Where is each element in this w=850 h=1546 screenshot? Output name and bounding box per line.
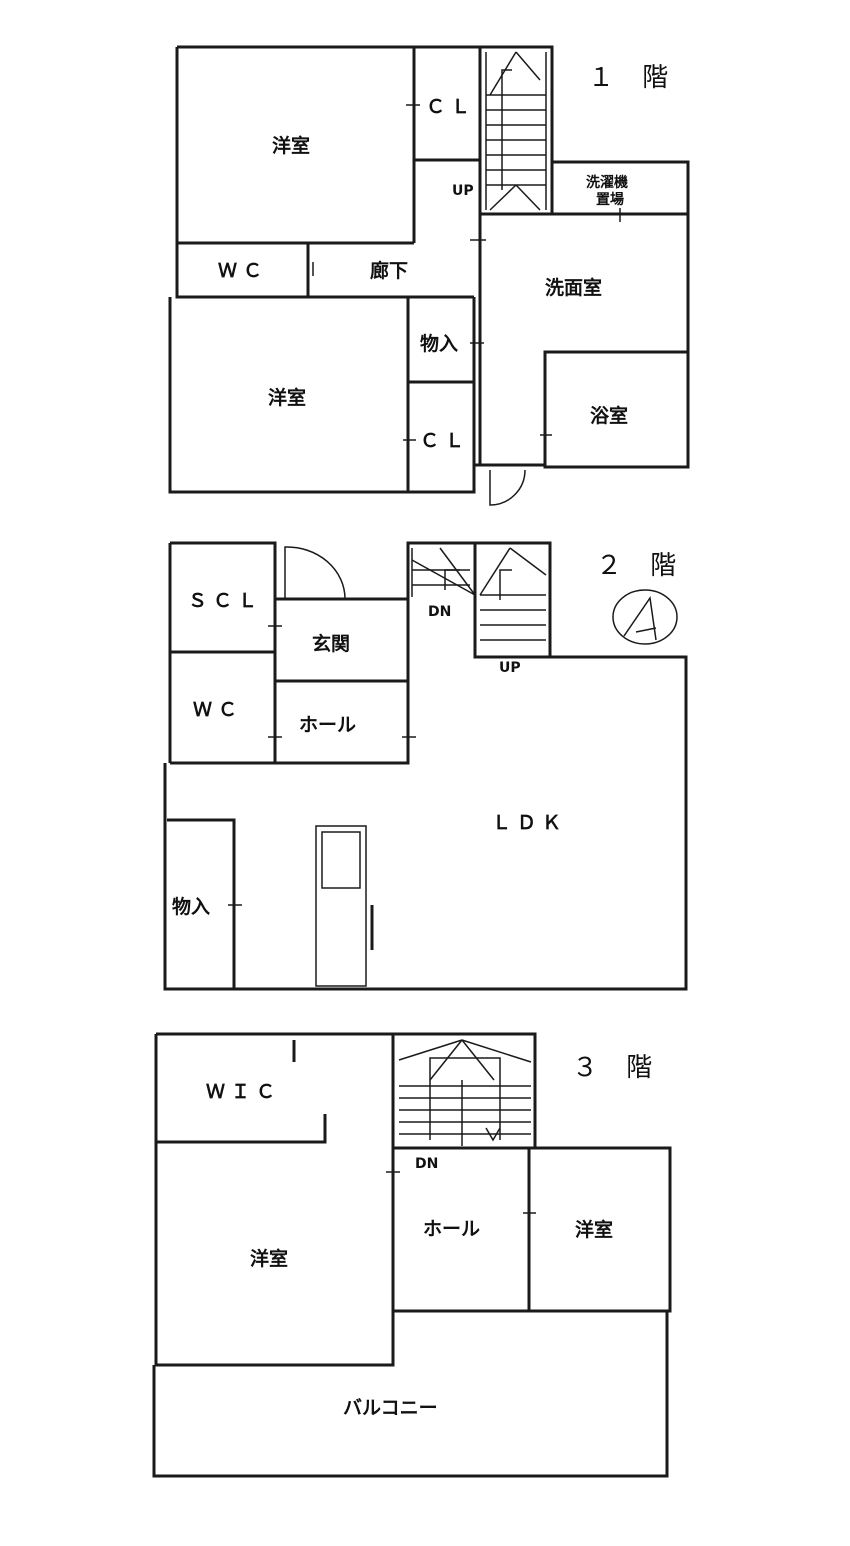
floor-2-door [284,546,346,600]
floor-3-walls [152,1032,672,1478]
floor-2: ２ 階 [163,541,688,991]
floor-2-label: ２ 階 [596,551,686,581]
floor-2-door-ticks [228,625,416,906]
north-arrow-icon [612,589,678,645]
f3-room-yoshitsu-right: 洋室 [575,1218,613,1241]
floor-1-door [489,469,526,506]
f1-room-yokushitsu: 浴室 [590,404,628,427]
floor-1: １ 階 [168,45,690,506]
floor-2-walls [163,541,688,991]
floor-3-label: ３ 階 [572,1053,662,1083]
f1-room-rouka: 廊下 [370,259,408,282]
f2-room-scl: ＳＣＬ [188,590,263,612]
f2-room-genkan: 玄関 [312,632,350,655]
f1-room-yoshitsu-bottom: 洋室 [268,386,306,409]
f1-room-sentakuki-2: 置場 [596,191,624,208]
f2-room-ldk: ＬＤＫ [492,812,567,834]
floor-3-door-ticks [386,1171,536,1214]
f1-room-senmen: 洗面室 [545,276,602,299]
f1-room-sentakuki-1: 洗濯機 [586,174,628,191]
floor-1-up-mark: UP [452,183,474,199]
f3-room-yoshitsu-left: 洋室 [250,1247,288,1270]
floor-1-stairs: UP [452,51,547,211]
floor-1-label: １ 階 [588,63,678,93]
floor-3-dn-mark: DN [415,1156,438,1172]
f1-room-monoire: 物入 [420,332,458,355]
floor-1-walls [168,45,690,494]
floor-3: ３ 階 DN [152,1032,672,1478]
f2-room-monoire: 物入 [172,895,210,918]
floor-1-door-ticks [312,104,621,441]
floor-2-dn-mark: DN [428,604,451,620]
floor-2-up-mark: UP [499,660,521,676]
f2-room-hall: ホール [299,714,356,736]
f3-room-hall: ホール [423,1218,480,1240]
floor-3-stairs: DN [398,1039,532,1172]
f1-room-cl-top: ＣＬ [426,96,476,118]
f3-room-balcony: バルコニー [343,1397,438,1419]
f3-room-wic: ＷＩＣ [206,1081,281,1103]
f1-room-yoshitsu-top: 洋室 [272,134,310,157]
f1-room-wc: ＷＣ [218,260,268,282]
floor-2-stairs: DN UP [411,547,547,676]
f2-room-wc: ＷＣ [193,699,243,721]
f1-room-cl-bottom: ＣＬ [420,430,470,452]
